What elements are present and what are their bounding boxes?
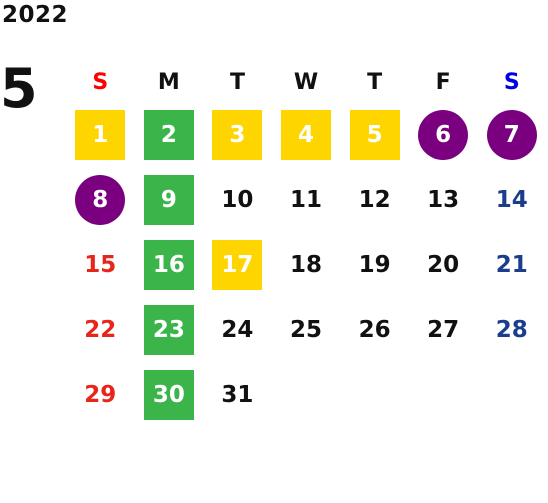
day-cell[interactable]: 27 [427, 316, 460, 343]
day-cell[interactable]: 25 [290, 316, 323, 343]
day-cell[interactable]: 22 [84, 316, 117, 343]
day-cell[interactable]: 31 [221, 381, 254, 408]
day-cell[interactable]: 1 [75, 109, 126, 160]
week-row-5: 29 30 31 [66, 362, 546, 427]
day-cell[interactable]: 10 [221, 186, 254, 213]
day-cell[interactable]: 20 [427, 251, 460, 278]
calendar-grid: S M T W T F S 1 2 3 4 5 6 7 8 9 10 11 12… [66, 62, 546, 427]
day-cell[interactable]: 29 [84, 381, 117, 408]
week-row-1: 1 2 3 4 5 6 7 [66, 102, 546, 167]
week-row-3: 15 16 17 18 19 20 21 [66, 232, 546, 297]
day-cell[interactable]: 24 [221, 316, 254, 343]
day-cell[interactable]: 19 [358, 251, 391, 278]
weekday-thursday: T [367, 69, 383, 95]
day-cell[interactable]: 28 [495, 316, 528, 343]
weekday-header-row: S M T W T F S [66, 62, 546, 102]
weekday-saturday: S [503, 69, 520, 95]
day-cell[interactable]: 9 [143, 174, 194, 225]
year-label: 2022 [2, 2, 69, 28]
day-cell[interactable]: 21 [495, 251, 528, 278]
weekday-tuesday: T [229, 69, 245, 95]
day-cell[interactable]: 6 [418, 109, 469, 160]
day-cell[interactable]: 26 [358, 316, 391, 343]
day-cell[interactable]: 8 [75, 174, 126, 225]
weekday-friday: F [435, 69, 451, 95]
day-cell[interactable]: 18 [290, 251, 323, 278]
day-cell[interactable]: 12 [358, 186, 391, 213]
day-cell[interactable]: 17 [212, 239, 263, 290]
day-cell[interactable]: 3 [212, 109, 263, 160]
weekday-wednesday: W [293, 69, 319, 95]
day-cell[interactable]: 2 [143, 109, 194, 160]
day-cell[interactable]: 15 [84, 251, 117, 278]
day-cell[interactable]: 7 [486, 109, 537, 160]
day-cell[interactable]: 5 [349, 109, 400, 160]
day-cell[interactable]: 23 [143, 304, 194, 355]
weekday-monday: M [157, 69, 180, 95]
week-row-4: 22 23 24 25 26 27 28 [66, 297, 546, 362]
day-cell[interactable]: 11 [290, 186, 323, 213]
day-cell[interactable]: 30 [143, 369, 194, 420]
week-row-2: 8 9 10 11 12 13 14 [66, 167, 546, 232]
weekday-sunday: S [92, 69, 109, 95]
day-cell[interactable]: 16 [143, 239, 194, 290]
day-cell[interactable]: 13 [427, 186, 460, 213]
day-cell[interactable]: 14 [495, 186, 528, 213]
day-cell[interactable]: 4 [281, 109, 332, 160]
month-number: 5 [0, 57, 38, 120]
